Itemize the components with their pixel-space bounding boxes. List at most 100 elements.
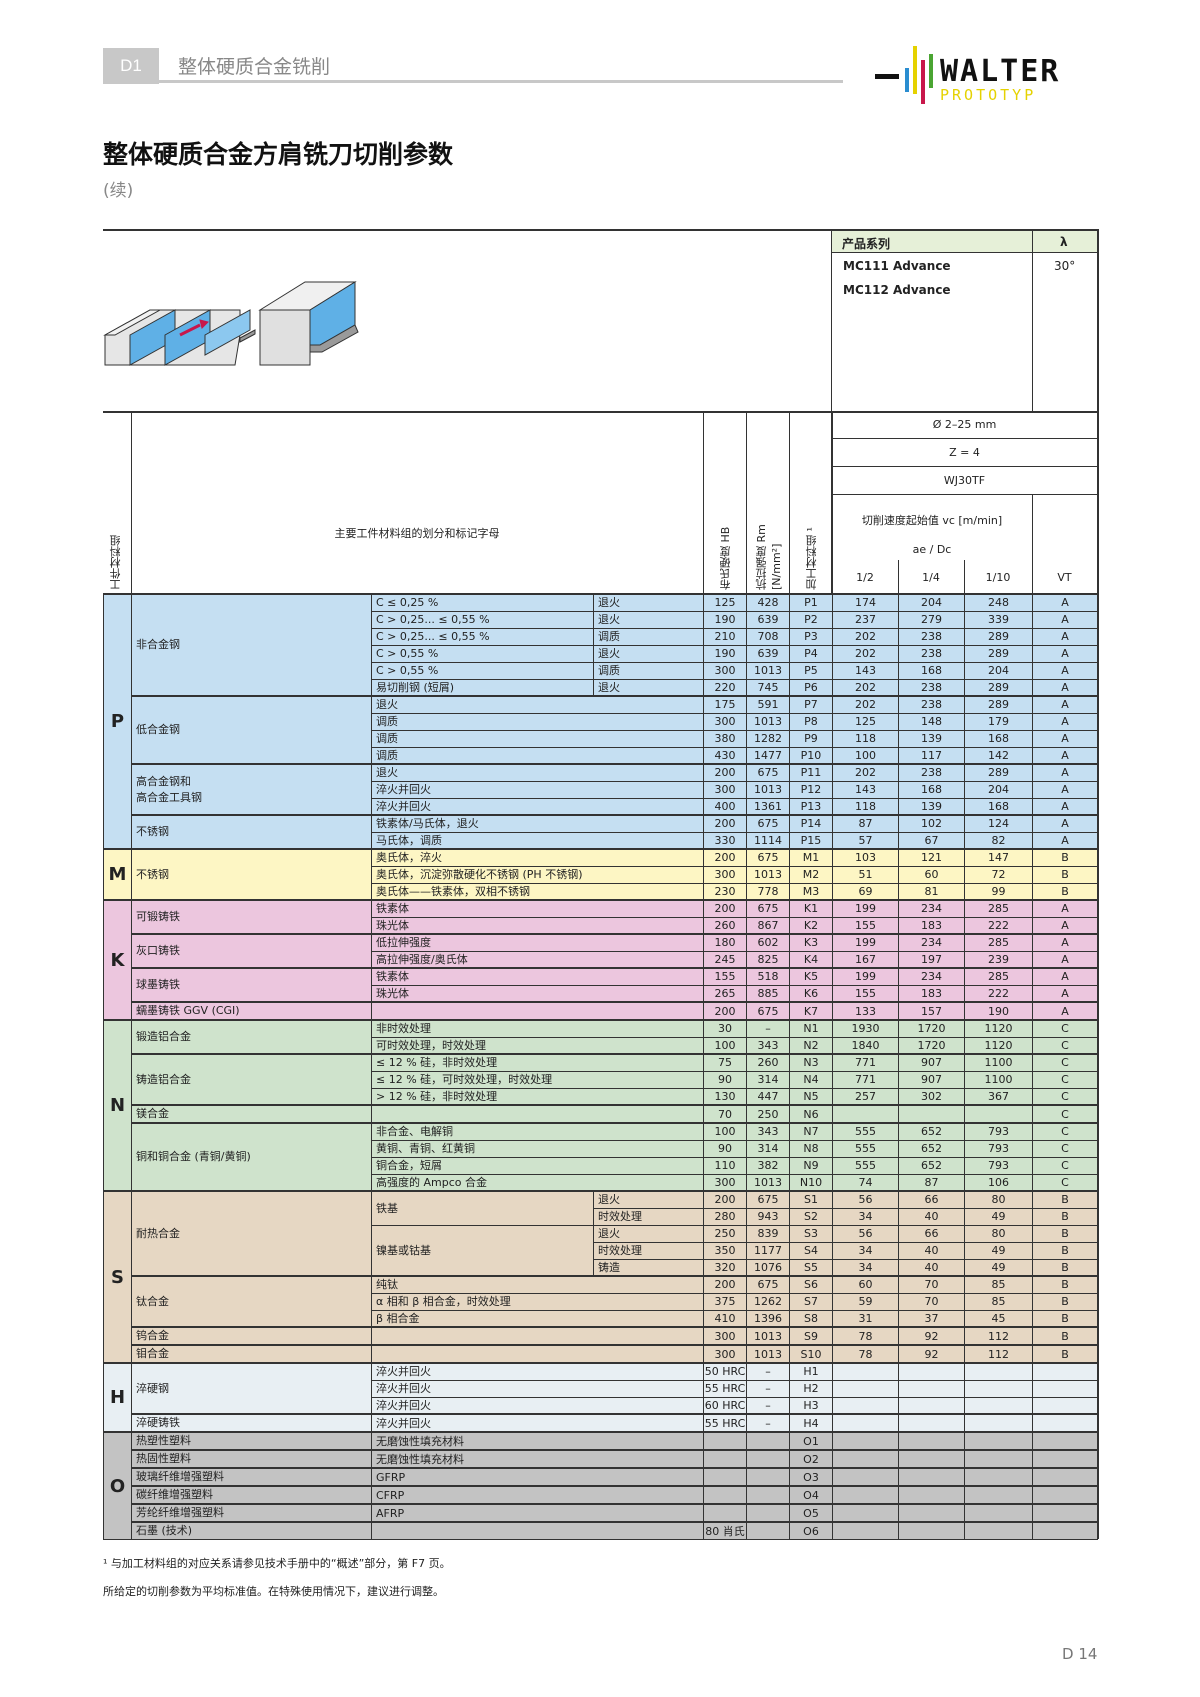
vc-ae-tenth: 793: [964, 1122, 1033, 1141]
hardness-hb: 200: [703, 763, 747, 782]
vc-ae-quarter: 907: [898, 1053, 965, 1072]
material-group-code: N3: [789, 1053, 833, 1072]
tensile-strength: –: [746, 1379, 790, 1398]
page-title: 整体硬质合金方肩铣刀切削参数: [103, 140, 454, 169]
material-subtype: 镍基或钴基: [371, 1224, 594, 1277]
material-subtype: 无磨蚀性填充材料: [371, 1431, 704, 1451]
vc-ae-half: 34: [832, 1207, 899, 1226]
vc-ae-tenth: 99: [964, 882, 1033, 901]
heat-treatment: 退火: [593, 593, 704, 612]
tensile-strength: [746, 1485, 790, 1505]
tensile-strength: 382: [746, 1156, 790, 1175]
tensile-strength: –: [746, 1396, 790, 1415]
material-subtype: C > 0,55 %: [371, 661, 594, 680]
lambda-label: λ: [1060, 235, 1068, 249]
material-group-code: S2: [789, 1207, 833, 1226]
hardness-hb: 50 HRC: [703, 1362, 747, 1381]
material-subtype: > 12 % 硅，非时效处理: [371, 1087, 704, 1106]
vc-ae-half: 199: [832, 933, 899, 952]
tensile-strength: 867: [746, 916, 790, 935]
vc-ae-half: [832, 1396, 899, 1415]
ae-divider-1: [898, 560, 899, 593]
material-group-code: P13: [789, 797, 833, 816]
logo-bar-green: [929, 54, 933, 88]
vc-label: 切削速度起始值 vc [m/min]: [861, 514, 1003, 527]
vc-ae-half: 155: [832, 984, 899, 1003]
vt-code: [1032, 1503, 1098, 1523]
group-letter: H: [103, 1362, 132, 1433]
tensile-strength: 343: [746, 1036, 790, 1055]
hardness-hb: 30: [703, 1019, 747, 1038]
vc-ae-tenth: 289: [964, 695, 1033, 714]
hardness-hb: 200: [703, 848, 747, 867]
vc-ae-quarter: [898, 1485, 965, 1505]
heat-treatment: 时效处理: [593, 1207, 704, 1226]
logo-wordmark: WALTER: [940, 54, 1061, 89]
material-subtype: [371, 1104, 704, 1124]
vc-ae-half: 57: [832, 831, 899, 850]
vc-ae-quarter: 66: [898, 1224, 965, 1243]
vc-ae-quarter: 70: [898, 1292, 965, 1311]
hardness-hb: 175: [703, 695, 747, 714]
vt-code: [1032, 1449, 1098, 1469]
hardness-hb: 280: [703, 1207, 747, 1226]
vt-code: B: [1032, 882, 1098, 901]
vt-code: A: [1032, 610, 1098, 629]
tensile-strength: 343: [746, 1122, 790, 1141]
vt-code: A: [1032, 729, 1098, 748]
vc-ae-half: 555: [832, 1122, 899, 1141]
tensile-strength: 745: [746, 678, 790, 697]
vc-ae-tenth: [964, 1485, 1033, 1505]
material-subtype: [371, 1521, 704, 1540]
material-subtype: 纯钛: [371, 1275, 704, 1294]
vc-ae-half: [832, 1431, 899, 1451]
material-subtype: 淬火并回火: [371, 1413, 704, 1433]
material-group-code: M2: [789, 865, 833, 884]
vc-ae-half: 103: [832, 848, 899, 867]
vt-code: C: [1032, 1156, 1098, 1175]
vc-ae-half: 74: [832, 1173, 899, 1192]
vt-code: A: [1032, 780, 1098, 799]
vt-code: B: [1032, 1309, 1098, 1328]
lambda-divider: [1032, 229, 1033, 411]
footnote-1: ¹ 与加工材料组的对应关系请参见技术手册中的“概述”部分，第 F7 页。: [103, 1557, 451, 1570]
material-subtype: [371, 1326, 704, 1346]
tensile-strength: 591: [746, 695, 790, 714]
vc-ae-tenth: [964, 1449, 1033, 1469]
vc-ae-half: 51: [832, 865, 899, 884]
material-group-code: P12: [789, 780, 833, 799]
vc-ae-quarter: 92: [898, 1344, 965, 1364]
vt-code: A: [1032, 933, 1098, 952]
vc-ae-quarter: 907: [898, 1070, 965, 1089]
vt-code: A: [1032, 831, 1098, 850]
heat-treatment: 退火: [593, 1190, 704, 1209]
vt-code: B: [1032, 865, 1098, 884]
hardness-hb: [703, 1431, 747, 1451]
hardness-hb: 200: [703, 899, 747, 918]
material-group-code: O5: [789, 1503, 833, 1523]
vc-ae-tenth: 793: [964, 1156, 1033, 1175]
material-group-code: H1: [789, 1362, 833, 1381]
material-category: 芳纶纤维增强塑料: [131, 1503, 372, 1523]
ae-dc-label: ae / Dc: [912, 543, 952, 556]
vc-ae-half: 771: [832, 1053, 899, 1072]
vc-ae-quarter: 81: [898, 882, 965, 901]
material-group-code: P15: [789, 831, 833, 850]
vc-ae-tenth: 85: [964, 1292, 1033, 1311]
material-group-code: N10: [789, 1173, 833, 1192]
material-category: 热固性塑料: [131, 1449, 372, 1469]
hardness-hb: 410: [703, 1309, 747, 1328]
material-category: 钼合金: [131, 1344, 372, 1364]
vt-code: B: [1032, 1207, 1098, 1226]
vc-ae-half: 34: [832, 1241, 899, 1260]
